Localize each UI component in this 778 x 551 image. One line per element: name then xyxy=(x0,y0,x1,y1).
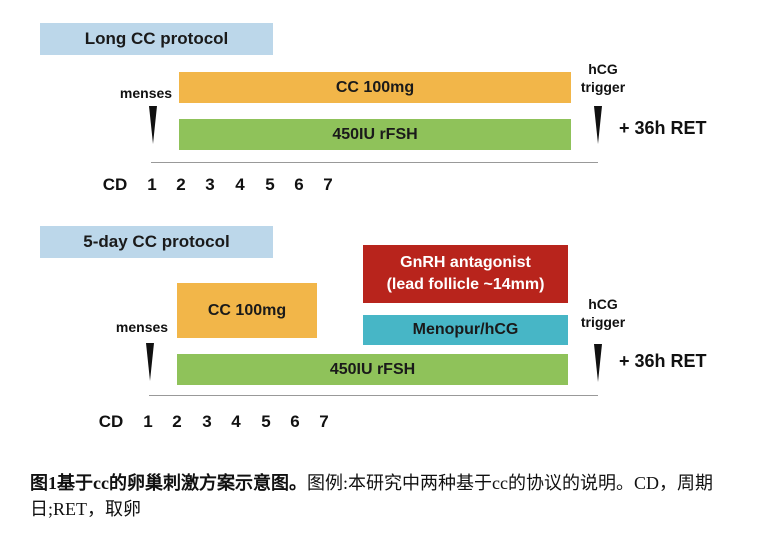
long-hcg-marker xyxy=(594,106,602,144)
short-menses-marker xyxy=(146,343,154,381)
short-day-5: 5 xyxy=(261,412,271,431)
short-cc-bar: CC 100mg xyxy=(177,283,317,338)
caption-title: 图1基于cc的卵巢刺激方案示意图。 xyxy=(30,473,307,493)
long-hcg-trigger-label: hCG trigger xyxy=(570,60,636,96)
long-day-2: 2 xyxy=(176,175,186,194)
short-cd-row: CD 1 2 3 4 5 6 7 xyxy=(96,412,356,434)
long-day-3: 3 xyxy=(205,175,215,194)
long-protocol-title-text: Long CC protocol xyxy=(84,29,229,48)
short-hcg-text: hCG xyxy=(588,296,618,312)
short-hcg-trigger-label: hCG trigger xyxy=(570,295,636,331)
short-protocol-title-text: 5-day CC protocol xyxy=(83,232,230,251)
long-menses-label: menses xyxy=(119,85,173,101)
long-cc-bar-label: CC 100mg xyxy=(335,78,415,96)
short-fsh-bar-label: 450IU rFSH xyxy=(329,360,416,378)
short-menses-label: menses xyxy=(115,319,169,335)
short-ret-label: + 36h RET xyxy=(619,351,707,371)
short-day-3: 3 xyxy=(202,412,212,431)
long-ret-label: + 36h RET xyxy=(619,118,707,138)
long-day-7: 7 xyxy=(323,175,333,194)
menopur-bar: Menopur/hCG xyxy=(363,315,568,345)
short-hcg-marker xyxy=(594,344,602,382)
long-day-5: 5 xyxy=(265,175,275,194)
short-protocol-title: 5-day CC protocol xyxy=(40,226,273,258)
short-day-4: 4 xyxy=(231,412,241,431)
long-fsh-bar: 450IU rFSH xyxy=(179,119,571,150)
short-day-2: 2 xyxy=(172,412,182,431)
long-timeline-axis xyxy=(151,162,598,163)
long-cd-label: CD xyxy=(102,175,128,194)
gnrh-line2: (lead follicle ~14mm) xyxy=(386,276,545,293)
gnrh-line1: GnRH antagonist xyxy=(400,254,531,271)
long-cd-row: CD 1 2 3 4 5 6 7 xyxy=(100,175,360,197)
long-day-4: 4 xyxy=(235,175,245,194)
long-day-6: 6 xyxy=(294,175,304,194)
long-day-1: 1 xyxy=(147,175,157,194)
long-trigger-text: trigger xyxy=(580,79,626,95)
long-fsh-bar-label: 450IU rFSH xyxy=(332,125,418,143)
short-trigger-text: trigger xyxy=(580,314,626,330)
long-menses-marker xyxy=(149,106,157,144)
long-protocol-title: Long CC protocol xyxy=(40,23,273,55)
long-cc-bar: CC 100mg xyxy=(179,72,571,103)
gnrh-antagonist-box: GnRH antagonist (lead follicle ~14mm) xyxy=(363,245,568,303)
figure-caption: 图1基于cc的卵巢刺激方案示意图。图例:本研究中两种基于cc的协议的说明。CD，… xyxy=(30,470,730,522)
menopur-bar-label: Menopur/hCG xyxy=(412,321,519,338)
short-fsh-bar: 450IU rFSH xyxy=(177,354,568,385)
short-timeline-axis xyxy=(149,395,598,396)
long-hcg-text: hCG xyxy=(588,61,618,77)
short-day-1: 1 xyxy=(143,412,153,431)
short-day-7: 7 xyxy=(319,412,329,431)
short-day-6: 6 xyxy=(290,412,300,431)
caption-text: 图例:本研究中两种基于cc的协议的说明。CD，周期日;RET，取卵 xyxy=(30,473,713,519)
short-cd-label: CD xyxy=(98,412,124,431)
short-cc-bar-label: CC 100mg xyxy=(207,301,287,319)
